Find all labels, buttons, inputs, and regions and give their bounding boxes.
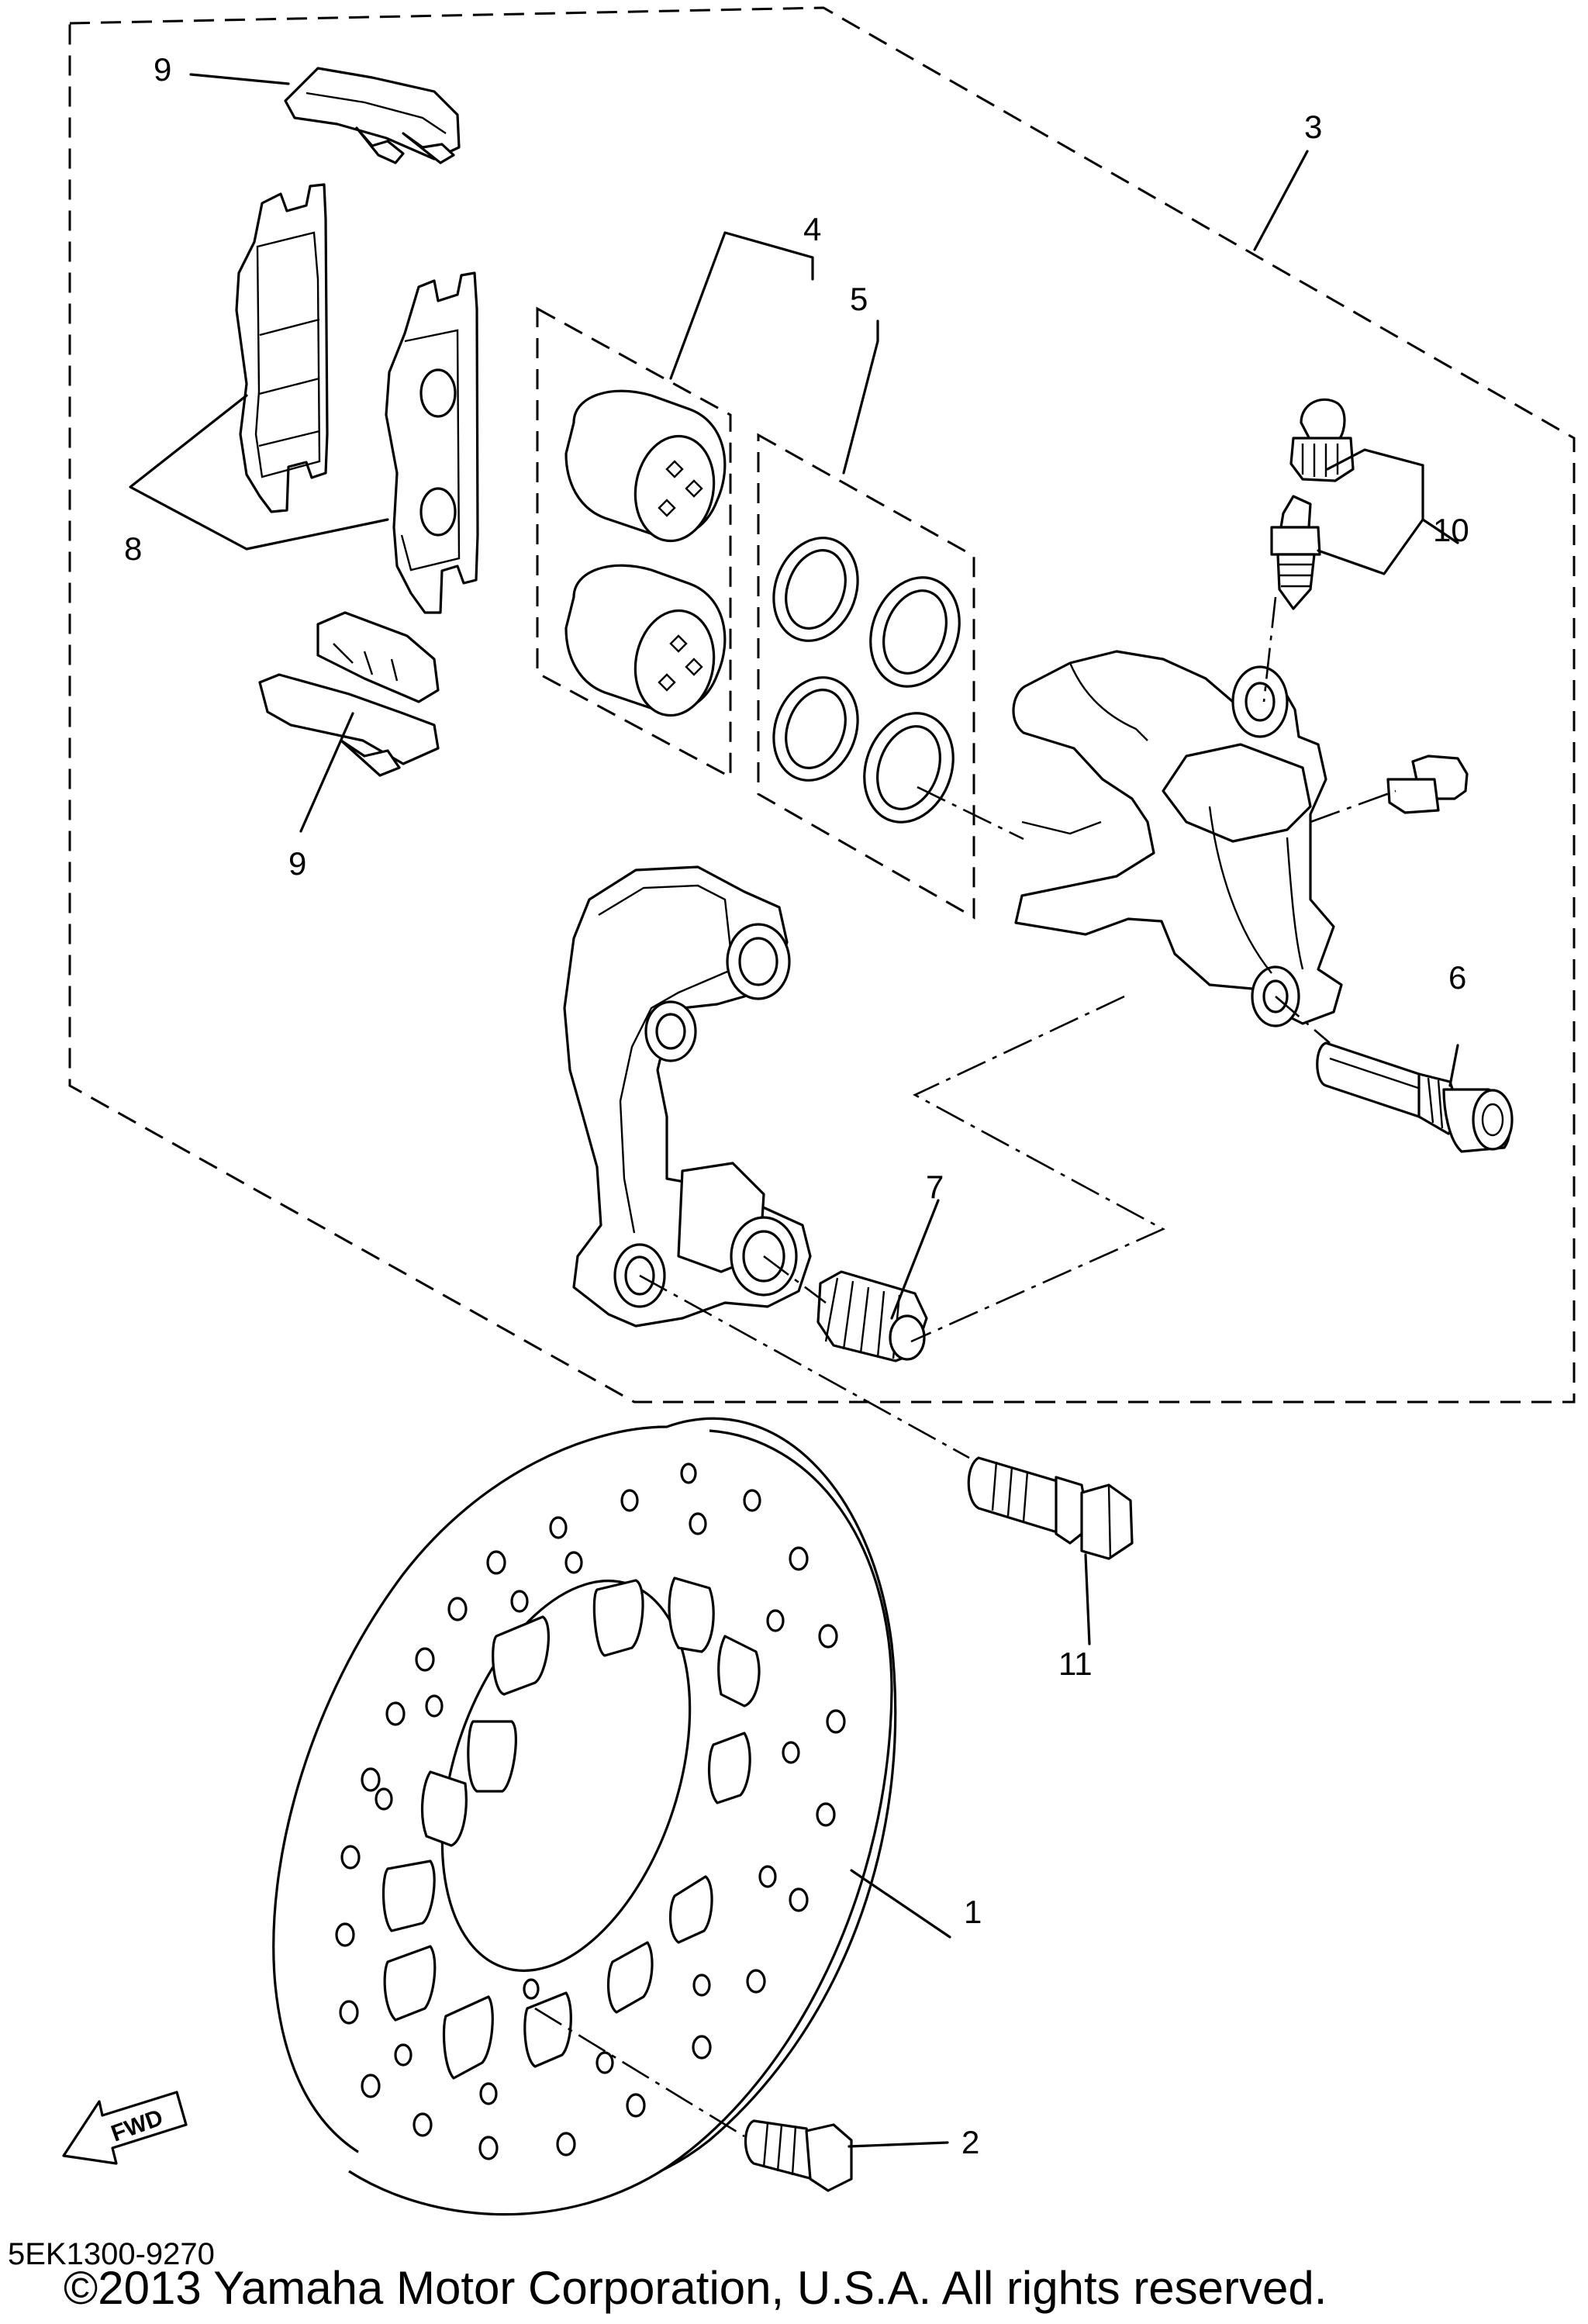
bracket-bolt bbox=[967, 1456, 1134, 1560]
caliper-plug bbox=[1386, 755, 1469, 814]
callout-4: 4 bbox=[803, 211, 821, 247]
piston-lower bbox=[564, 564, 727, 717]
assembly-center-lines bbox=[534, 596, 1396, 2138]
callout-1: 1 bbox=[964, 1894, 982, 1930]
diagram-code: 5EK1300-9270 bbox=[8, 2237, 215, 2271]
caliper-assembly-boundary bbox=[68, 6, 1576, 1404]
callout-6: 6 bbox=[1448, 959, 1466, 996]
pad-spring-lower bbox=[258, 611, 440, 777]
brake-pad-left bbox=[235, 183, 329, 513]
piston-upper bbox=[564, 389, 727, 543]
pad-spring-upper bbox=[284, 67, 461, 164]
callout-11: 11 bbox=[1058, 1645, 1093, 1682]
brake-pad-right bbox=[385, 271, 479, 614]
brake-disc bbox=[272, 1417, 897, 2216]
forward-direction-arrow: FWD bbox=[62, 2091, 188, 2165]
disc-holes bbox=[335, 1462, 846, 2160]
caliper-bracket bbox=[563, 865, 812, 1328]
leader-lines bbox=[129, 73, 1459, 2148]
piston-kit-boundary bbox=[536, 306, 732, 779]
caliper-body bbox=[1012, 650, 1343, 1027]
callout-2: 2 bbox=[961, 2124, 979, 2160]
callout-9-upper: 9 bbox=[154, 51, 171, 88]
callout-5: 5 bbox=[850, 281, 868, 317]
callout-9-lower: 9 bbox=[288, 845, 306, 882]
callout-10: 10 bbox=[1433, 512, 1469, 548]
disc-bolt bbox=[744, 2119, 853, 2192]
slide-pin-bolt bbox=[1316, 1041, 1514, 1153]
seal-kit-boundary bbox=[757, 433, 975, 920]
disc-slots bbox=[381, 1576, 761, 2080]
piston-seals bbox=[772, 537, 961, 824]
copyright-notice: ©2013 Yamaha Motor Corporation, U.S.A. A… bbox=[64, 2262, 1327, 2314]
slide-pin-boot bbox=[816, 1270, 928, 1362]
bleed-screw-set bbox=[1270, 398, 1355, 610]
callout-3: 3 bbox=[1304, 109, 1322, 145]
callout-8: 8 bbox=[124, 530, 142, 567]
callout-7: 7 bbox=[926, 1169, 944, 1205]
